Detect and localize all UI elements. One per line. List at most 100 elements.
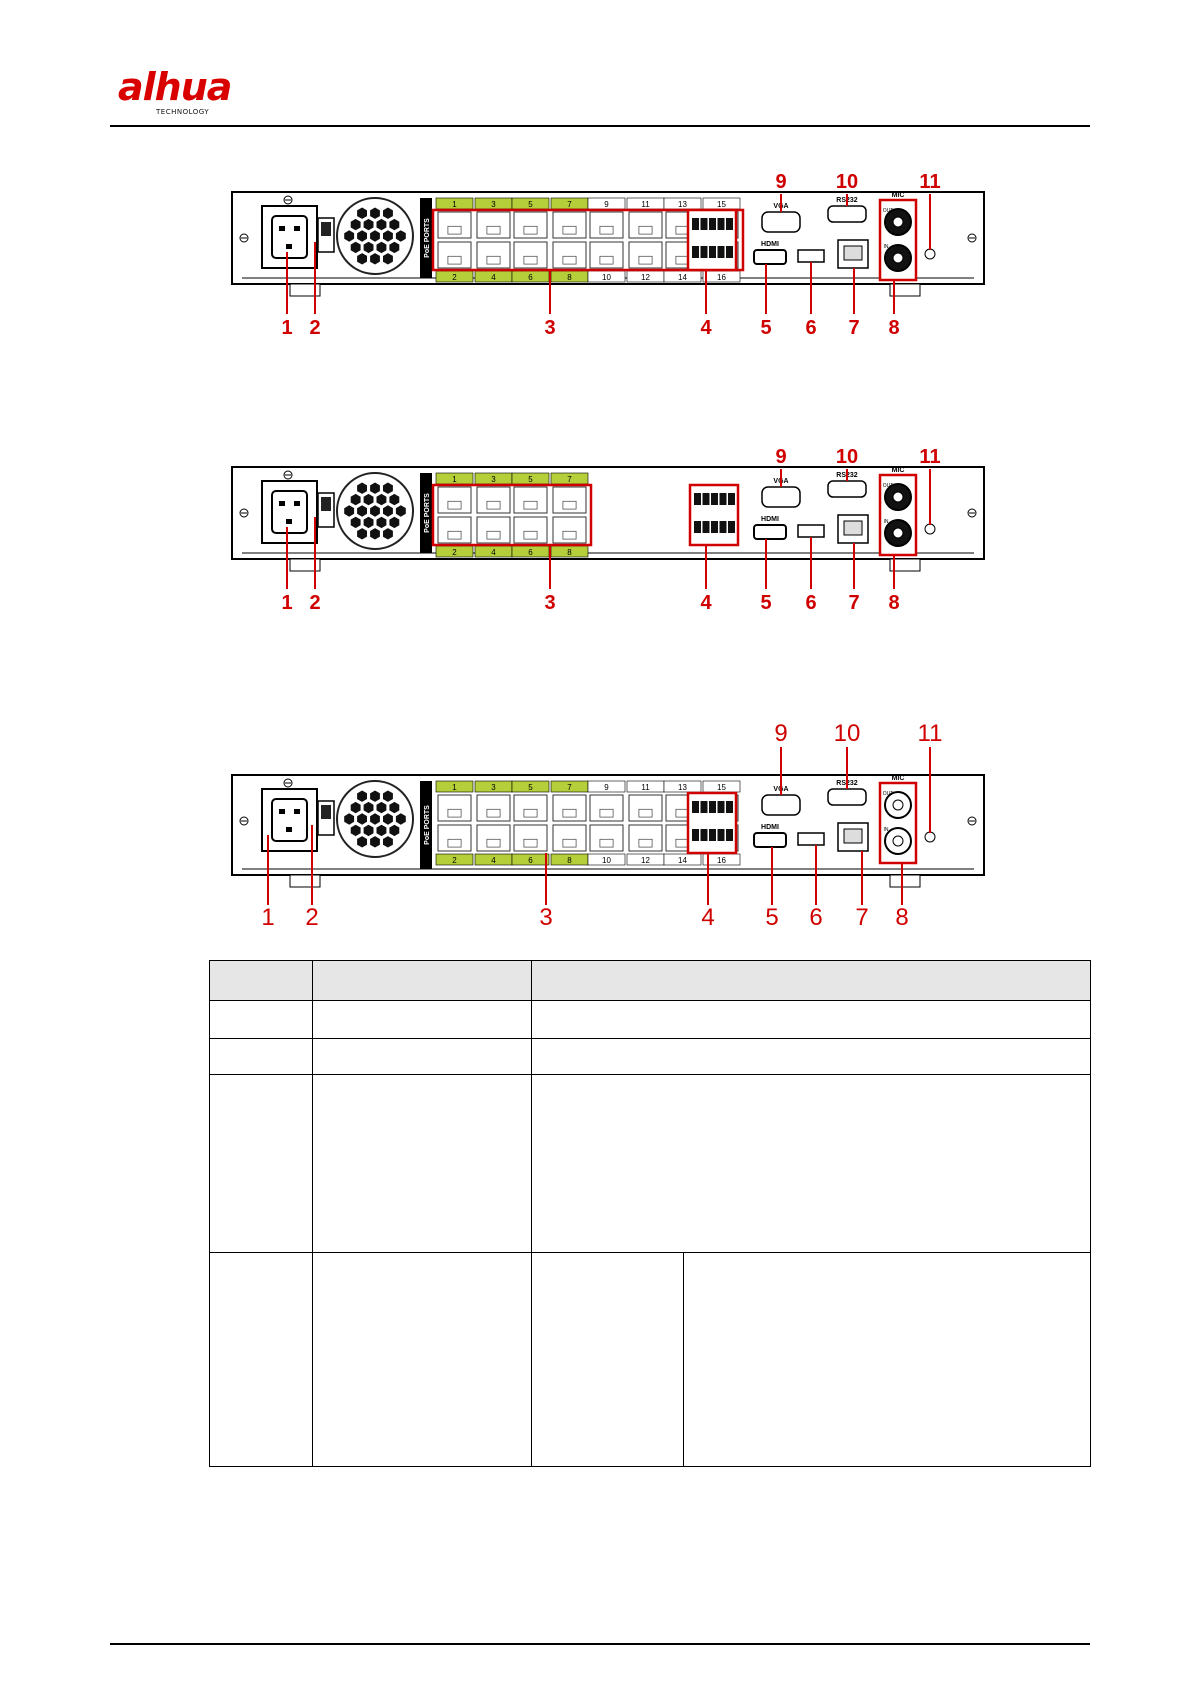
rj45-jack bbox=[513, 516, 548, 544]
rj45-jack bbox=[628, 241, 663, 269]
fan-hex bbox=[383, 790, 393, 802]
fan-hex bbox=[389, 516, 400, 529]
rj45-latch bbox=[447, 530, 462, 540]
audio-jack-center bbox=[892, 799, 904, 811]
port-number-top: 5 bbox=[528, 200, 533, 209]
port-label-strip bbox=[435, 853, 474, 866]
fan-hex bbox=[370, 207, 380, 219]
port-number-bottom: 12 bbox=[641, 273, 650, 282]
fan-hex bbox=[370, 813, 380, 825]
fan-hex bbox=[370, 230, 380, 242]
lan-port-inner bbox=[843, 520, 863, 536]
rj45-latch bbox=[486, 808, 501, 818]
callout-number: 9 bbox=[775, 446, 786, 468]
rj45-jack bbox=[437, 211, 472, 239]
rj45-jack bbox=[513, 486, 548, 514]
hdmi-label: HDMI bbox=[761, 241, 779, 248]
hdmi-label: HDMI bbox=[761, 516, 779, 523]
rj45-latch bbox=[562, 255, 577, 265]
fan-hex bbox=[383, 836, 393, 848]
callout-number: 6 bbox=[805, 317, 816, 339]
fan-hex bbox=[350, 218, 361, 231]
fan-hex bbox=[350, 801, 361, 814]
rj45-jack bbox=[437, 516, 472, 544]
rj45-jack bbox=[552, 516, 587, 544]
brand-subtitle: TECHNOLOGY bbox=[156, 108, 210, 116]
callout-number: 4 bbox=[700, 592, 712, 614]
port-number-bottom: 10 bbox=[602, 856, 611, 865]
callout-number: 5 bbox=[765, 904, 778, 931]
fan-hex bbox=[389, 801, 400, 814]
terminal-pin bbox=[726, 218, 733, 230]
rj45-latch bbox=[523, 225, 538, 235]
fan-hex bbox=[344, 505, 355, 517]
port-number-top: 9 bbox=[604, 783, 609, 792]
fan-hex bbox=[376, 218, 387, 231]
table-cell bbox=[530, 1000, 1092, 1039]
poe-label: PoE PORTS bbox=[424, 805, 431, 845]
fan-hex bbox=[389, 493, 400, 506]
power-pin bbox=[294, 501, 300, 506]
rj45-latch bbox=[486, 838, 501, 848]
terminal-pin bbox=[700, 801, 708, 813]
rj45-latch bbox=[486, 225, 501, 235]
rj45-jack bbox=[476, 516, 511, 544]
fan-hex bbox=[370, 482, 380, 494]
rj45-jack bbox=[437, 824, 472, 852]
port-number-top: 15 bbox=[717, 200, 726, 209]
ports-highlight bbox=[431, 483, 593, 547]
terminal-pin bbox=[700, 218, 708, 230]
fan-hex bbox=[389, 218, 400, 231]
terminal-pin bbox=[692, 218, 699, 230]
port-label-strip bbox=[435, 780, 474, 793]
port-number-bottom: 4 bbox=[491, 548, 496, 557]
lan-port-inner bbox=[843, 828, 863, 844]
rj45-jack bbox=[513, 794, 548, 822]
rj45-latch bbox=[562, 838, 577, 848]
port-number-bottom: 2 bbox=[452, 856, 457, 865]
rs232-port bbox=[827, 788, 867, 806]
callout-number: 2 bbox=[305, 904, 318, 931]
rj45-latch bbox=[523, 500, 538, 510]
terminal-pin bbox=[709, 246, 716, 258]
callout-number: 1 bbox=[281, 592, 292, 614]
ground-screw bbox=[924, 523, 936, 535]
fan-hex bbox=[395, 813, 406, 825]
power-inlet-socket bbox=[271, 215, 308, 259]
callout-number: 4 bbox=[701, 904, 714, 931]
port-number-top: 7 bbox=[567, 475, 572, 484]
port-number-top: 9 bbox=[604, 200, 609, 209]
terminal-pin bbox=[719, 493, 727, 505]
fan-hex bbox=[357, 253, 367, 265]
chassis-foot bbox=[289, 283, 321, 297]
fan-hex bbox=[370, 790, 380, 802]
vga-port bbox=[761, 794, 801, 816]
port-number-bottom: 16 bbox=[717, 273, 726, 282]
ground-screw bbox=[924, 831, 936, 843]
callout-number: 6 bbox=[809, 904, 822, 931]
table-header-cell bbox=[311, 960, 532, 1001]
port-number-bottom: 2 bbox=[452, 273, 457, 282]
callout-number: 7 bbox=[848, 592, 859, 614]
port-number-top: 7 bbox=[567, 783, 572, 792]
terminal-pin bbox=[709, 829, 716, 841]
port-number-bottom: 6 bbox=[528, 273, 533, 282]
fan-hex bbox=[357, 230, 367, 242]
terminal-pin bbox=[717, 801, 725, 813]
rj45-jack bbox=[552, 794, 587, 822]
fan-hex bbox=[357, 836, 367, 848]
port-description-table bbox=[209, 960, 1092, 1467]
footer-rule bbox=[110, 1643, 1090, 1645]
table-cell bbox=[209, 1252, 313, 1467]
rj45-latch bbox=[599, 255, 614, 265]
power-switch-rocker bbox=[321, 805, 331, 819]
audio-jack-center bbox=[892, 252, 904, 264]
port-number-bottom: 4 bbox=[491, 856, 496, 865]
poe-label-bar bbox=[420, 473, 432, 553]
poe-label-bar bbox=[420, 198, 432, 278]
port-number-top: 3 bbox=[491, 475, 496, 484]
callout-number: 4 bbox=[700, 317, 712, 339]
port-label-strip bbox=[587, 780, 626, 793]
terminal-pin bbox=[692, 801, 699, 813]
port-number-top: 1 bbox=[452, 783, 457, 792]
